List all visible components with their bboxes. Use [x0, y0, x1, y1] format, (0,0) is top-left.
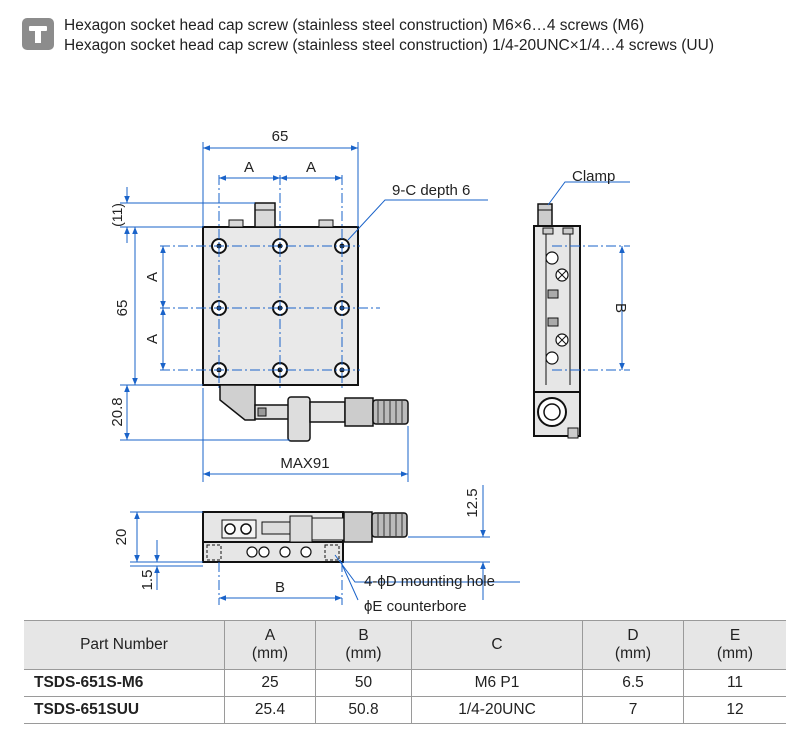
col-c: C — [411, 620, 583, 670]
table-row: TSDS-651SUU 25.4 50.8 1/4-20UNC 7 12 — [24, 696, 786, 724]
col-b: B(mm) — [315, 620, 412, 670]
dim-a-right: A — [306, 159, 316, 176]
cell-part-number: TSDS-651S-M6 — [24, 669, 225, 697]
cell-e: 11 — [683, 669, 786, 697]
technical-drawing: 65 A A 9-C depth 6 (11) 65 A A 20.8 MAX9… — [109, 128, 630, 615]
col-a: A(mm) — [224, 620, 316, 670]
dim-65-height: 65 — [114, 300, 131, 317]
cell-c: M6 P1 — [411, 669, 583, 697]
front-dim-b: B — [275, 579, 285, 596]
dim-12-5: 12.5 — [464, 488, 481, 517]
side-dim-b: B — [612, 303, 629, 313]
cell-part-number: TSDS-651SUU — [24, 696, 225, 724]
top-view: 65 A A 9-C depth 6 (11) 65 A A 20.8 MAX9… — [109, 128, 488, 482]
cell-d: 6.5 — [582, 669, 684, 697]
header: Hexagon socket head cap screw (stainless… — [22, 14, 792, 58]
cell-e: 12 — [683, 696, 786, 724]
dim-a-left: A — [244, 159, 254, 176]
header-line-1: Hexagon socket head cap screw (stainless… — [64, 17, 645, 34]
col-part-number: Part Number — [24, 620, 225, 670]
dim-max91: MAX91 — [280, 455, 329, 472]
dim-1-5: 1.5 — [139, 570, 156, 591]
side-view: Clamp B — [533, 168, 630, 439]
info-tag-icon — [22, 18, 54, 50]
clamp-label: Clamp — [572, 168, 615, 185]
cell-a: 25 — [224, 669, 316, 697]
hole-note: 9-C depth 6 — [392, 182, 470, 199]
dim-a-upper: A — [144, 272, 161, 282]
cell-b: 50.8 — [315, 696, 412, 724]
counterbore-note: ϕE counterbore — [364, 598, 467, 615]
dim-65-width: 65 — [272, 128, 289, 145]
header-text: Hexagon socket head cap screw (stainless… — [64, 16, 714, 56]
dim-20: 20 — [113, 529, 130, 546]
cell-b: 50 — [315, 669, 412, 697]
col-e: E(mm) — [683, 620, 786, 670]
table-header-row: Part Number A(mm) B(mm) C D(mm) E(mm) — [24, 620, 786, 670]
front-view: 20 1.5 12.5 B 4-ϕD mounting hole ϕE coun… — [113, 485, 520, 615]
header-line-2: Hexagon socket head cap screw (stainless… — [64, 37, 714, 54]
spec-table: Part Number A(mm) B(mm) C D(mm) E(mm) TS… — [24, 620, 786, 724]
dim-11: (11) — [109, 203, 125, 227]
cell-a: 25.4 — [224, 696, 316, 724]
cell-c: 1/4-20UNC — [411, 696, 583, 724]
dim-a-lower: A — [144, 334, 161, 344]
table-row: TSDS-651S-M6 25 50 M6 P1 6.5 11 — [24, 669, 786, 697]
mounting-hole-note: 4-ϕD mounting hole — [364, 573, 495, 590]
cell-d: 7 — [582, 696, 684, 724]
dim-20-8: 20.8 — [109, 397, 126, 426]
col-d: D(mm) — [582, 620, 684, 670]
